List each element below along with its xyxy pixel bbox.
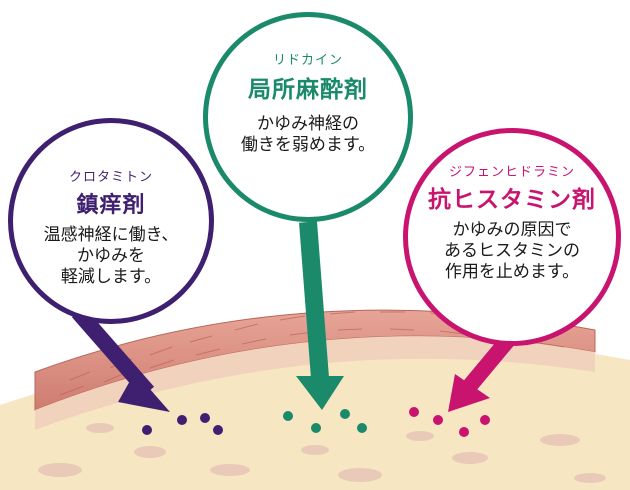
category-title: 鎮痒剤: [76, 193, 146, 218]
description: かゆみの原因で あるヒスタミンの 作用を止めます。: [408, 220, 616, 283]
description-line: かゆみの原因で: [452, 220, 572, 240]
description-line: 作用を止めます。: [444, 262, 580, 282]
category-title: 抗ヒスタミン剤: [428, 187, 596, 213]
description-line: かゆみ神経の: [257, 114, 359, 134]
description: 温感神経に働き、 かゆみを 軽減します。: [13, 225, 209, 288]
arrow-left: [71, 306, 170, 412]
category-title: 局所麻酔剤: [248, 77, 368, 103]
lidocaine-bubble: リドカイン 局所麻酔剤 かゆみ神経の 働きを弱めます。: [203, 12, 413, 222]
ingredient-label: クロタミトン: [68, 170, 153, 185]
dots-right: [409, 407, 490, 437]
ingredient-label: リドカイン: [272, 53, 343, 68]
dots-left: [142, 413, 223, 435]
crotamiton-bubble: クロタミトン 鎮痒剤 温感神経に働き、 かゆみを 軽減します。: [8, 118, 214, 324]
description: かゆみ神経の 働きを弱めます。: [208, 114, 408, 156]
description-line: 働きを弱めます。: [240, 135, 376, 155]
arrow-right: [448, 334, 515, 412]
ingredient-label: ジフェンヒドラミン: [448, 165, 575, 180]
description-line: 温感神経に働き、: [43, 225, 179, 245]
dots-center: [283, 409, 367, 433]
tissue-cells: [38, 423, 606, 483]
arrow-center: [296, 221, 344, 410]
diphenhydramine-bubble: ジフェンヒドラミン 抗ヒスタミン剤 かゆみの原因で あるヒスタミンの 作用を止め…: [403, 128, 621, 346]
description-line: あるヒスタミンの: [444, 241, 580, 261]
description-line: かゆみを: [77, 246, 145, 266]
description-line: 軽減します。: [60, 267, 162, 287]
